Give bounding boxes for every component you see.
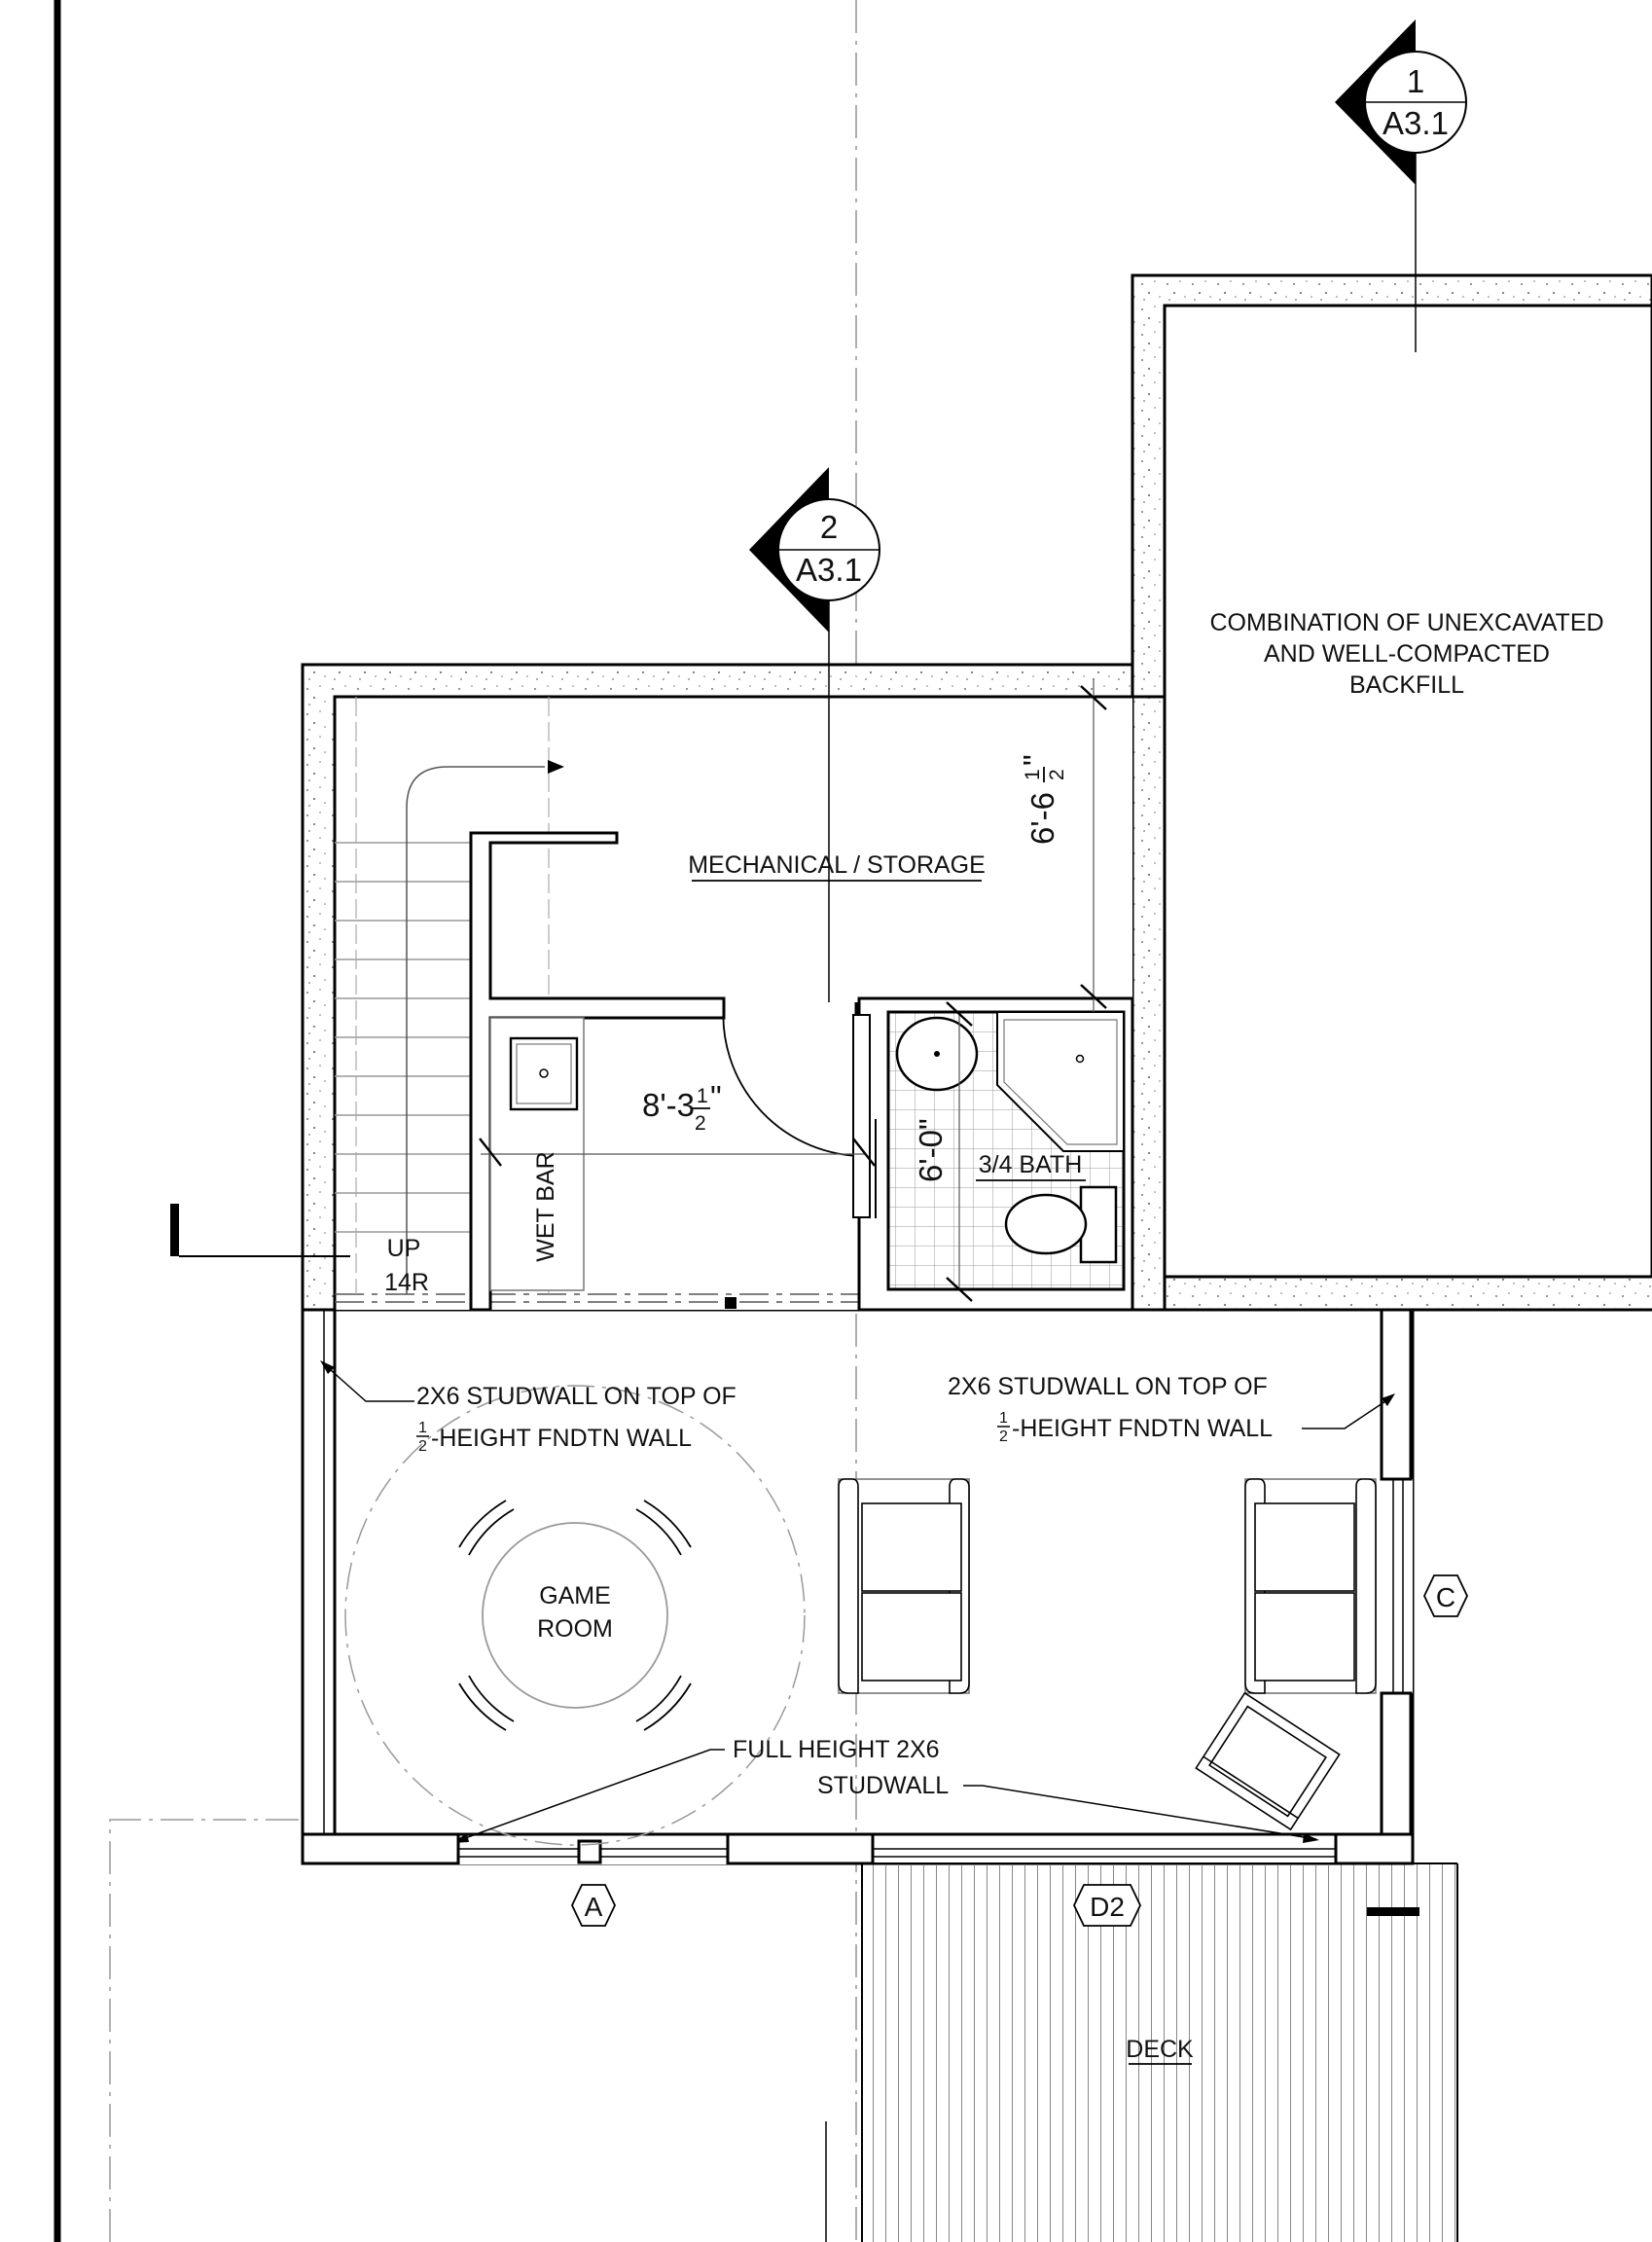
svg-text:": " <box>1017 754 1053 766</box>
toilet-bowl <box>1004 1193 1088 1255</box>
svg-text:2X6 STUDWALL ON TOP OF: 2X6 STUDWALL ON TOP OF <box>416 1383 736 1410</box>
game-table-clearance <box>344 1385 806 1846</box>
stair-direction-label: UP <box>387 1235 421 1262</box>
game-room-label-line-2: ROOM <box>537 1615 613 1643</box>
grid-tag-d2: D2 <box>1073 1884 1141 1927</box>
svg-text:1: 1 <box>418 1420 427 1436</box>
backfill-partition-wall <box>1131 695 1167 1312</box>
svg-text:2: 2 <box>999 1428 1008 1445</box>
grid-tag-c-label: C <box>1436 1582 1455 1612</box>
bath-pocket-door <box>852 1014 871 1218</box>
backfill-bottom-wall <box>1132 1277 1652 1310</box>
section-cut-mark-bottom <box>1367 1907 1419 1916</box>
section-1-number: 1 <box>1407 63 1424 99</box>
backfill-zone <box>1163 304 1652 1279</box>
game-table <box>482 1522 668 1709</box>
svg-text:1: 1 <box>999 1410 1008 1427</box>
stair-path-arrow <box>406 766 545 1294</box>
svg-text:FULL HEIGHT 2X6: FULL HEIGHT 2X6 <box>733 1736 940 1763</box>
section-2-sheet: A3.1 <box>796 552 862 588</box>
dim-bath-width: 6'-0" <box>913 1118 949 1182</box>
deck-boards <box>862 1863 1457 2242</box>
section-2-number: 2 <box>820 509 838 545</box>
game-chairs <box>458 1500 692 1731</box>
svg-text:2: 2 <box>1046 769 1068 780</box>
section-1-sheet: A3.1 <box>1383 105 1449 141</box>
stair-wall <box>469 831 726 1312</box>
section-marker-2: 2 A3.1 <box>749 467 880 1002</box>
note-full-height-studwall: FULL HEIGHT 2X6 STUDWALL <box>451 1736 1319 1843</box>
grid-tag-d2-label: D2 <box>1090 1892 1125 1922</box>
section-cut-mark <box>170 1204 179 1256</box>
window-right <box>1383 1479 1413 1693</box>
bath-label: 3/4 BATH <box>979 1151 1083 1178</box>
dim-bar-width: 8'-3 1 2 " <box>642 1079 722 1135</box>
svg-text:2: 2 <box>695 1112 706 1135</box>
grid-tag-a-label: A <box>585 1892 603 1922</box>
svg-text:-HEIGHT FNDTN WALL: -HEIGHT FNDTN WALL <box>1012 1415 1273 1442</box>
shower-stall <box>996 1011 1125 1152</box>
svg-text:1: 1 <box>697 1085 708 1107</box>
backfill-label-line-3: BACKFILL <box>1349 671 1464 699</box>
mechanical-door-swing <box>722 1001 866 1157</box>
svg-text:-HEIGHT FNDTN WALL: -HEIGHT FNDTN WALL <box>431 1425 692 1452</box>
property-outline <box>109 1819 303 2242</box>
stair-treads <box>335 842 471 1233</box>
wet-bar-label: WET BAR <box>532 1151 559 1261</box>
backfill-label-line-2: AND WELL-COMPACTED <box>1264 640 1550 668</box>
stair-risers-label: 14R <box>384 1269 429 1296</box>
mechanical-storage-label: MECHANICAL / STORAGE <box>688 851 986 879</box>
svg-text:1: 1 <box>1022 769 1044 780</box>
svg-text:2: 2 <box>418 1438 427 1455</box>
note-left-studwall: 2X6 STUDWALL ON TOP OF 1 2 -HEIGHT FNDTN… <box>320 1360 736 1455</box>
grid-tag-c: C <box>1423 1574 1468 1617</box>
svg-text:8'-3: 8'-3 <box>642 1087 695 1123</box>
deck-label: DECK <box>1126 2036 1194 2063</box>
section-marker-1: 1 A3.1 <box>1335 19 1467 352</box>
svg-text:": " <box>710 1079 722 1115</box>
dim-mech-height-main: 6'-6 <box>1024 792 1060 845</box>
game-room-label-line-1: GAME <box>539 1582 611 1609</box>
sofa-right <box>1244 1478 1377 1694</box>
svg-text:2X6 STUDWALL ON TOP OF: 2X6 STUDWALL ON TOP OF <box>948 1373 1268 1400</box>
note-right-studwall: 2X6 STUDWALL ON TOP OF 1 2 -HEIGHT FNDTN… <box>948 1373 1395 1445</box>
svg-text:STUDWALL: STUDWALL <box>817 1772 949 1799</box>
armchair <box>1195 1691 1341 1831</box>
column-post <box>577 1839 602 1864</box>
dim-mech-height: 6'-6 1 2 " <box>1017 754 1068 845</box>
sofa-left <box>838 1478 970 1694</box>
backfill-label-line-1: COMBINATION OF UNEXCAVATED <box>1209 609 1603 636</box>
grid-tag-a: A <box>571 1884 616 1927</box>
